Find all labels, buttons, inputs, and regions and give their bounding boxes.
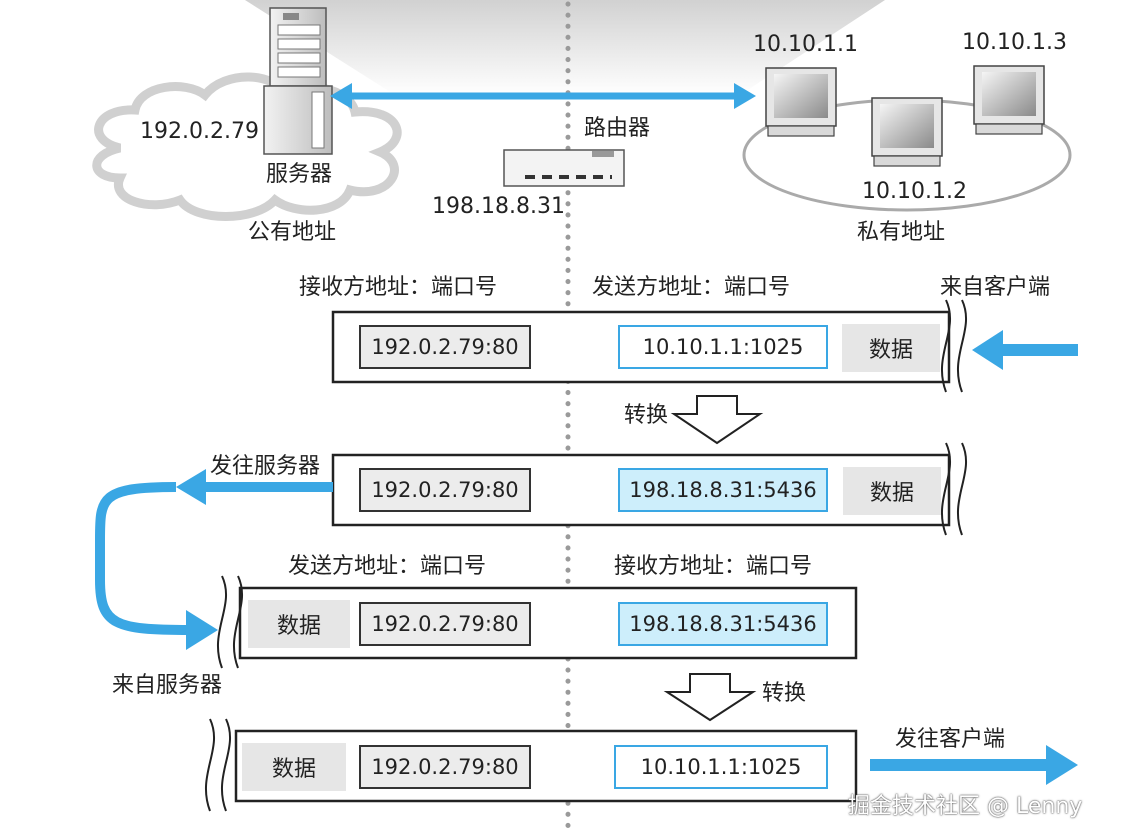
receiver-header: 接收方地址：端口号 bbox=[299, 275, 498, 300]
packet1-dst-box: 192.0.2.79:80 bbox=[359, 325, 531, 369]
router-icon bbox=[503, 149, 625, 187]
packet3-payload: 数据 bbox=[248, 600, 350, 648]
convert-label-1: 转换 bbox=[624, 403, 669, 428]
to-client-arrow-head bbox=[1046, 745, 1078, 785]
loop-arrow bbox=[95, 482, 191, 635]
from-server-arrow-head bbox=[186, 610, 218, 650]
packet4-payload: 数据 bbox=[242, 743, 346, 791]
arrow-head-right bbox=[734, 83, 756, 109]
from-client-label: 来自客户端 bbox=[940, 275, 1051, 300]
arrow-head-left bbox=[330, 83, 352, 109]
to-server-label: 发往服务器 bbox=[210, 454, 321, 479]
packet2-payload: 数据 bbox=[843, 467, 941, 515]
to-server-arrow-head bbox=[176, 469, 206, 505]
sender-header-2: 发送方地址：端口号 bbox=[288, 554, 487, 579]
server-icon bbox=[263, 7, 333, 155]
router-ip-label: 198.18.8.31 bbox=[432, 194, 565, 219]
server-label: 服务器 bbox=[266, 162, 333, 187]
packet3-src-box: 192.0.2.79:80 bbox=[359, 602, 531, 646]
client-computer-icon bbox=[973, 65, 1045, 135]
convert-arrow-2 bbox=[663, 673, 757, 722]
packet2-dst-box: 192.0.2.79:80 bbox=[359, 468, 531, 512]
packet3-dst-box: 198.18.8.31:5436 bbox=[618, 602, 828, 646]
packet1-break bbox=[941, 299, 951, 393]
packet2-src-box: 198.18.8.31:5436 bbox=[618, 468, 828, 512]
router-label: 路由器 bbox=[584, 116, 651, 141]
convert-arrow-1 bbox=[670, 395, 764, 445]
packet4-src-box: 192.0.2.79:80 bbox=[359, 745, 531, 789]
watermark: 掘金技术社区 @ Lenny bbox=[848, 794, 1083, 819]
client3-ip-label: 10.10.1.3 bbox=[962, 30, 1067, 55]
from-server-label: 来自服务器 bbox=[112, 673, 223, 698]
client1-ip-label: 10.10.1.1 bbox=[753, 32, 858, 57]
packet4-dst-box: 10.10.1.1:1025 bbox=[614, 745, 828, 789]
client-computer-icon bbox=[765, 67, 837, 137]
server-ip-label: 192.0.2.79 bbox=[140, 119, 259, 144]
sender-header: 发送方地址：端口号 bbox=[592, 275, 791, 300]
client2-ip-label: 10.10.1.2 bbox=[862, 179, 967, 204]
packet1-payload: 数据 bbox=[842, 324, 940, 372]
to-client-label: 发往客户端 bbox=[895, 727, 1006, 752]
private-address-label: 私有地址 bbox=[857, 220, 946, 245]
top-shade bbox=[245, 0, 885, 95]
client-computer-icon bbox=[871, 97, 943, 167]
packet1-src-box: 10.10.1.1:1025 bbox=[618, 325, 828, 369]
convert-label-2: 转换 bbox=[762, 681, 807, 706]
public-address-label: 公有地址 bbox=[248, 220, 337, 245]
receiver-header-2: 接收方地址：端口号 bbox=[614, 554, 813, 579]
incoming-arrow-head bbox=[972, 330, 1003, 370]
